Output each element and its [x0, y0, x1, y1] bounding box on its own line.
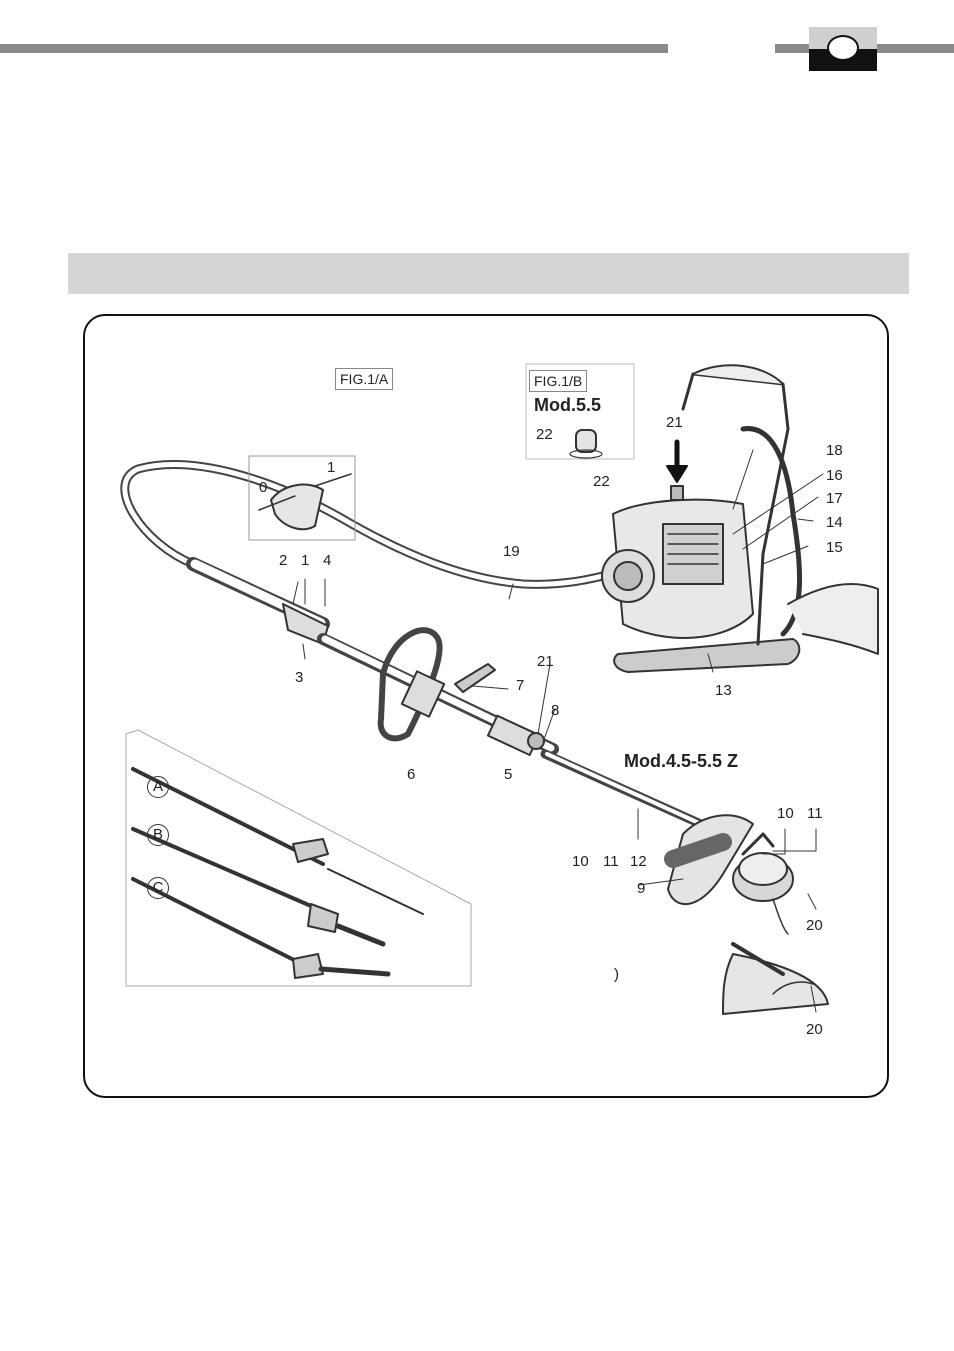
throttle-position-0: 0: [259, 479, 268, 496]
callout-5: 5: [504, 766, 513, 783]
callout-20-upper: 20: [806, 917, 823, 934]
callout-3: 3: [295, 669, 304, 686]
callout-18: 18: [826, 442, 843, 459]
model-5-5-label: Mod.5.5: [534, 395, 602, 415]
attachment-b-label: B: [147, 824, 169, 846]
figure-frame: [83, 314, 889, 1098]
callout-20-lower: 20: [806, 1021, 823, 1038]
model-4-5-5-5-z-label: Mod.4.5-5.5 Z: [624, 751, 739, 771]
callout-10-left: 10: [572, 853, 589, 870]
fig-1a-label: FIG.1/A: [335, 368, 394, 390]
callout-6: 6: [407, 766, 416, 783]
callout-17: 17: [826, 490, 843, 507]
callout-11-right: 11: [807, 805, 823, 822]
callout-21-upper: 21: [666, 414, 683, 431]
callout-19: 19: [503, 543, 520, 560]
callout-7: 7: [516, 677, 525, 694]
callout-9: 9: [637, 880, 646, 897]
callout-8: 8: [551, 702, 560, 719]
throttle-position-1: 1: [327, 459, 336, 476]
attachment-a-label: A: [147, 776, 169, 798]
header-rule-mid: [775, 44, 809, 53]
header-rule-right: [877, 44, 954, 53]
trimmer-illustration: [120, 363, 879, 1015]
callout-11-left: 11: [603, 853, 619, 870]
callout-10-right: 10: [777, 805, 794, 822]
callout-13: 13: [715, 682, 732, 699]
callout-21-lower: 21: [537, 653, 554, 670]
callout-1: 1: [301, 552, 310, 569]
stray-mark: ): [614, 966, 619, 983]
callout-12: 12: [630, 853, 647, 870]
callout-22-detail: 22: [536, 426, 553, 443]
callout-4: 4: [323, 552, 332, 569]
attachment-c-label: C: [147, 877, 169, 899]
language-tab: [809, 27, 877, 71]
language-oval-icon: [827, 35, 859, 61]
section-heading-bar: [68, 253, 909, 294]
fig-1b-label: FIG.1/B: [529, 370, 588, 392]
callout-14: 14: [826, 514, 843, 531]
header-rule-left: [0, 44, 668, 53]
callout-22-main: 22: [593, 473, 610, 490]
callout-15: 15: [826, 539, 843, 556]
callout-2: 2: [279, 552, 288, 569]
callout-16: 16: [826, 467, 843, 484]
